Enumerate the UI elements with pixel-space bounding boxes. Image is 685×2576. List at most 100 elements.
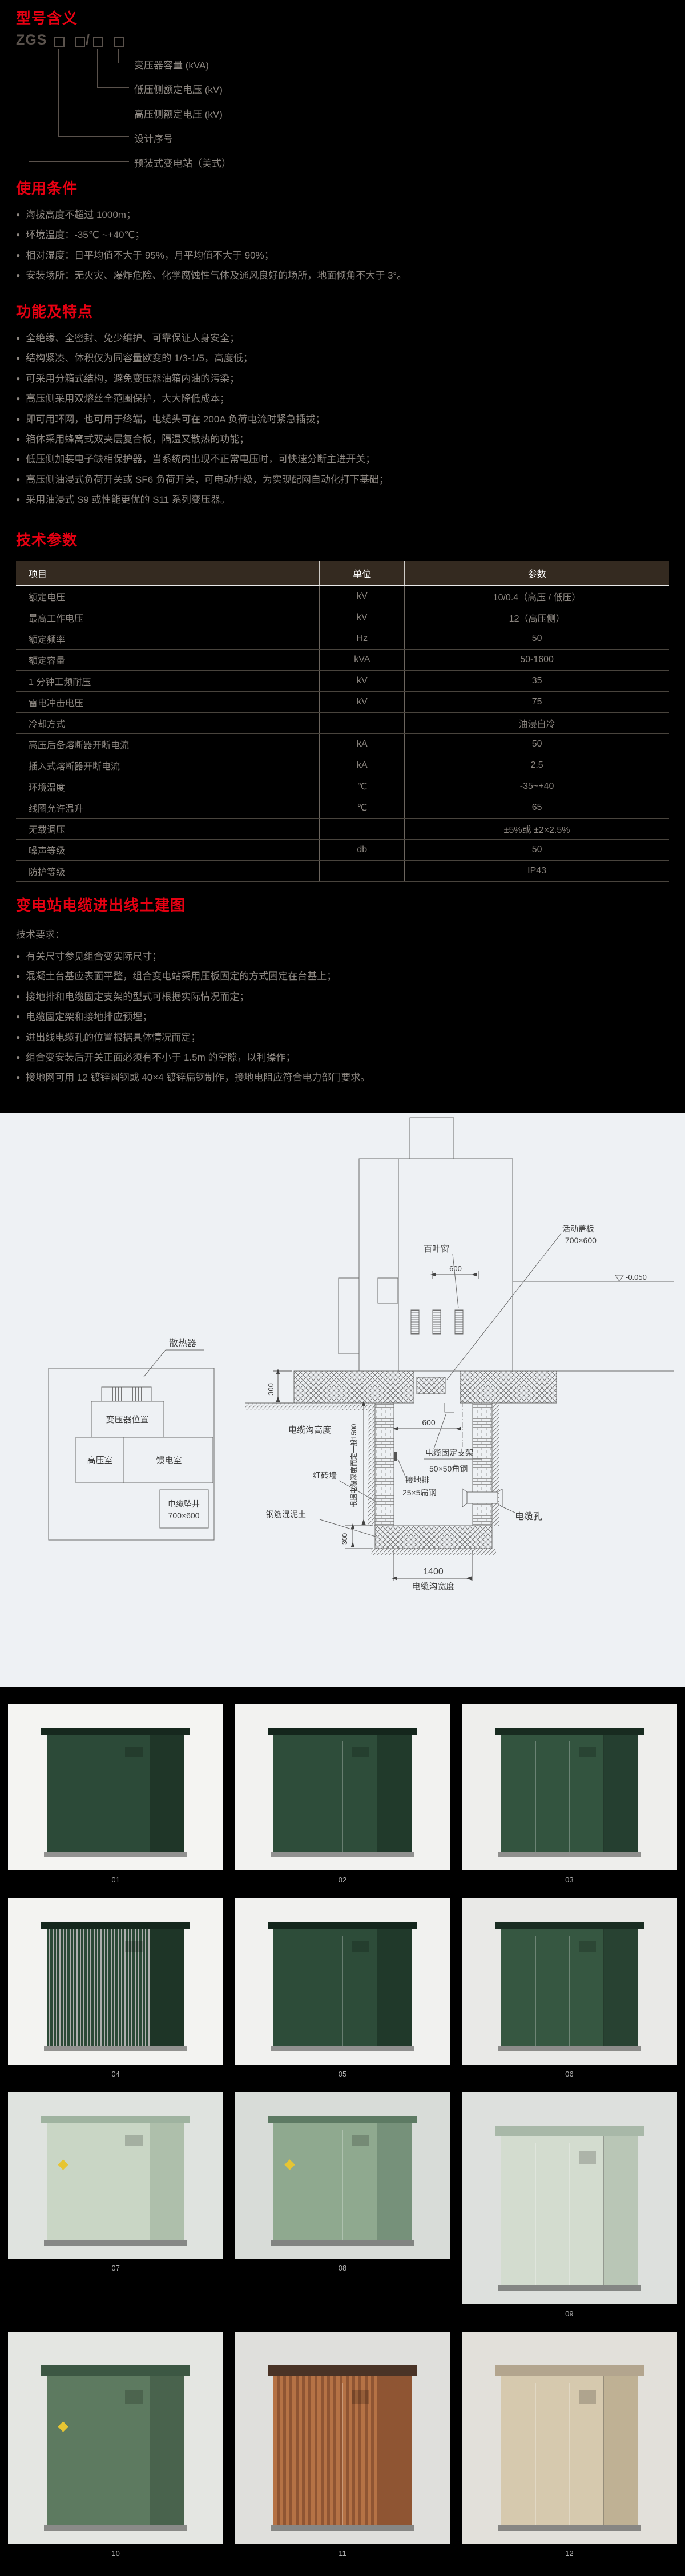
- gallery-item: 10: [8, 2332, 224, 2558]
- model-label-station-type: 预装式变电站（美式）: [134, 158, 231, 169]
- level-triangle-icon: [615, 1275, 624, 1282]
- cable-bracket-mark: [444, 1403, 454, 1413]
- table-row: 防护等级 IP43: [16, 860, 669, 882]
- red-brick-leader: [339, 1480, 376, 1502]
- cabinet-roof: [268, 2115, 417, 2124]
- section-features: 功能及特点 全绝缘、全密封、免少维护、可靠保证人身安全；结构紧凑、体积仅为同容量…: [0, 285, 685, 525]
- cabinet-front: [273, 2123, 377, 2241]
- substation-cabinet-art: [494, 2365, 644, 2531]
- cabinet-front: [273, 1929, 377, 2047]
- spec-name: 防护等级: [16, 860, 320, 882]
- plan-view: [48, 1349, 215, 1541]
- bracket-leader: [433, 1414, 446, 1449]
- usage-item: 海拔高度不超过 1000m；: [16, 209, 669, 221]
- connector-line: [79, 49, 129, 112]
- label-feeder-room: 馈电室: [156, 1456, 182, 1465]
- movable-cover-plate: [416, 1377, 446, 1394]
- model-label-hv: 高压侧额定电压 (kV): [134, 109, 223, 120]
- model-code-box: [93, 37, 103, 47]
- label-cover-size: 700×600: [565, 1236, 597, 1245]
- spec-value: 75: [404, 691, 669, 713]
- earth-hatch-bottom: [371, 1549, 496, 1555]
- spec-name: 1 分钟工频耐压: [16, 670, 320, 692]
- radiator-fins: [101, 1386, 152, 1402]
- cabinet-front: [500, 2375, 604, 2525]
- product-photo: [461, 2092, 677, 2304]
- spec-unit: [319, 712, 405, 734]
- section-gallery: 01 02: [0, 1687, 685, 2576]
- gallery-item: 12: [461, 2332, 677, 2558]
- cabinet-base: [44, 2046, 188, 2052]
- cover-leader: [446, 1233, 562, 1380]
- cabinet-roof: [494, 2365, 644, 2376]
- vent-icon: [125, 2135, 143, 2146]
- cabinet-roof: [41, 2115, 191, 2124]
- building-panel: [377, 1277, 398, 1304]
- substation-cabinet-art: [41, 2365, 191, 2531]
- product-photo: [461, 1704, 677, 1870]
- feature-item: 高压侧油浸式负荷开关或 SF6 负荷开关，可电动升级，为实现配网自动化打下基础；: [16, 474, 669, 486]
- label-cable-hole: 电缆孔: [515, 1511, 542, 1522]
- spec-value: 35: [404, 670, 669, 692]
- spec-name: 冷却方式: [16, 712, 320, 734]
- substation-cabinet-art: [268, 2365, 417, 2531]
- cabinet-front: [46, 2123, 151, 2241]
- spec-unit: kV: [319, 586, 405, 607]
- section-title: 使用条件: [16, 180, 78, 197]
- cabinet-side: [150, 2375, 185, 2525]
- product-photo: [235, 2092, 450, 2259]
- table-row: 线圈允许温升 ℃ 65: [16, 797, 669, 819]
- label-bracket-spec: 50×50角钢: [429, 1464, 468, 1473]
- gallery-item: 07: [8, 2092, 224, 2318]
- table-row: 最高工作电压 kV 12（高压侧）: [16, 607, 669, 628]
- louver-column: [432, 1309, 441, 1335]
- table-row: 额定电压 kV 10/0.4（高压 / 低压）: [16, 586, 669, 607]
- label-dim-600-trench: 600: [422, 1418, 436, 1427]
- col-header-unit: 单位: [319, 561, 405, 586]
- section-title: 技术参数: [16, 531, 78, 549]
- label-ground-bar-spec: 25×5扁钢: [402, 1488, 437, 1497]
- spec-unit: kA: [319, 755, 405, 776]
- vent-icon: [578, 2390, 597, 2404]
- cabinet-front: [273, 2375, 377, 2525]
- connector-line: [118, 49, 129, 63]
- label-cable-well-size: 700×600: [168, 1511, 200, 1520]
- substation-cabinet-art: [494, 2126, 644, 2292]
- section-title: 型号含义: [16, 10, 78, 27]
- substation-cabinet-art: [41, 1727, 191, 1858]
- spec-name: 线圈允许温升: [16, 797, 320, 819]
- photo-number: 03: [565, 1876, 574, 1884]
- substation-cabinet-art: [41, 1921, 191, 2052]
- trench-floor-slab: [374, 1525, 493, 1549]
- section-model-meaning: 型号含义 ZGS / 变压器容量 (kVA) 低压侧额定电压 (kV) 高压侧额…: [0, 0, 685, 177]
- section-civil-drawing: 变电站电缆进出线土建图 技术要求： 有关尺寸参见组合变实际尺寸；混凝土台基应表面…: [0, 885, 685, 1113]
- spec-unit: kV: [319, 670, 405, 692]
- spec-value: 12（高压侧）: [404, 607, 669, 628]
- label-dim-300-bottom: 300: [341, 1533, 349, 1545]
- substation-cabinet-art: [494, 1727, 644, 1858]
- model-label-design-no: 设计序号: [134, 134, 173, 144]
- vent-icon: [352, 1747, 369, 1758]
- cabinet-side: [603, 1735, 639, 1853]
- vent-icon: [578, 2150, 597, 2164]
- civil-item: 有关尺寸参见组合变实际尺寸；: [16, 951, 669, 962]
- table-row: 高压后备熔断器开断电流 kA 50: [16, 733, 669, 755]
- cabinet-roof: [494, 1921, 644, 1930]
- specs-table-body: 额定电压 kV 10/0.4（高压 / 低压） 最高工作电压 kV 12（高压侧…: [16, 586, 669, 882]
- building-chimney: [409, 1117, 454, 1159]
- spec-name: 额定容量: [16, 649, 320, 671]
- radiator-leader: [143, 1349, 204, 1377]
- gallery-item: 06: [461, 1898, 677, 2078]
- col-header-item: 项目: [16, 561, 320, 586]
- ground-bar-mark: [394, 1452, 397, 1461]
- substation-cabinet-art: [494, 1921, 644, 2052]
- label-transformer: 变压器位置: [106, 1415, 148, 1425]
- feature-item: 高压侧采用双熔丝全范围保护，大大降低成本；: [16, 393, 669, 405]
- spec-value: 65: [404, 797, 669, 819]
- spec-name: 无载调压: [16, 818, 320, 840]
- cabinet-front: [500, 1735, 604, 1853]
- cabinet-base: [497, 1852, 641, 1858]
- feature-item: 可采用分箱式结构，避免变压器油箱内油的污染；: [16, 373, 669, 385]
- cabinet-base: [271, 2524, 414, 2531]
- cable-hole-flares: [462, 1488, 503, 1507]
